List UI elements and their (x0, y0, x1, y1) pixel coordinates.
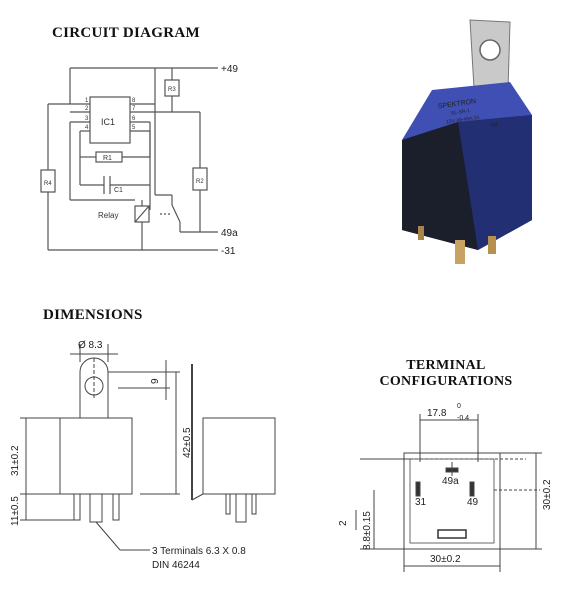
relay-product-photo: SPEKTRON SL-SR-1 12V 49-49A-31 31 49 (402, 19, 532, 264)
bracket-hole (479, 39, 501, 61)
pin-plus49-label: +49 (221, 64, 238, 75)
terminal-pin-photo (455, 240, 465, 264)
terminal-footprint-outer (403, 452, 501, 550)
circuit-labels: +49 49a -31 IC1 R1 R2 R3 R4 C1 Relay 1 2… (44, 64, 238, 257)
dimensions-drawing (20, 344, 276, 551)
terminal-labels: 17.8 0 -0.4 49a 31 49 30±0.2 30±0.2 8.8±… (338, 403, 553, 565)
hole-diameter-label: Ø 8.3 (78, 340, 103, 351)
top-tolerance-lower: -0.4 (457, 415, 469, 422)
ic-pin-4: 4 (85, 125, 89, 131)
bracket-foot (437, 529, 467, 539)
left-small-dim-label: 2 (338, 520, 349, 526)
photo-line1: SL-SR-1 (451, 108, 471, 117)
ic-pin-1: 1 (85, 98, 89, 104)
pin-49a-label: 49a (221, 228, 238, 239)
ic-pin-2: 2 (85, 106, 89, 112)
height-body-label: 31±0.2 (10, 445, 21, 476)
r2-label: R2 (196, 179, 204, 185)
front-view-body (59, 417, 133, 495)
top-tolerance-upper: 0 (457, 403, 461, 410)
terminal-heading-line2: CONFIGURATIONS (379, 374, 513, 389)
c1-label: C1 (114, 187, 123, 194)
r4-label: R4 (44, 181, 52, 187)
dimensions-heading: DIMENSIONS (43, 307, 143, 323)
circuit-diagram-heading: CIRCUIT DIAGRAM (52, 25, 200, 41)
photo-pin49: 49 (491, 122, 499, 129)
terminal-note-line2: DIN 46244 (152, 560, 200, 571)
top-width-label: 17.8 (427, 408, 447, 419)
circuit-diagram (40, 67, 218, 251)
left-dim-label: 8.8±0.15 (362, 511, 373, 550)
ic-pin-6: 6 (132, 116, 136, 122)
tab-dim-label: 9 (150, 378, 161, 384)
photo-line2: 12V 49-49A-31 (446, 115, 480, 126)
r3-label: R3 (168, 87, 176, 93)
terminal-configurations-drawing (355, 414, 542, 572)
ic1-label: IC1 (101, 117, 115, 127)
terminal-note-line1: 3 Terminals 6.3 X 0.8 (152, 546, 246, 557)
relay-top-face (402, 82, 532, 140)
pin-49-config-label: 49 (467, 497, 479, 508)
r1-label: R1 (103, 155, 112, 162)
ic-pin-5: 5 (132, 125, 136, 131)
pin-minus31-label: -31 (221, 246, 236, 257)
terminal-31-pin (415, 481, 421, 497)
pin-31-config-label: 31 (415, 497, 427, 508)
ic-pin-3: 3 (85, 116, 89, 122)
right-dim-label: 30±0.2 (542, 479, 553, 510)
side-view-body (202, 417, 276, 495)
dimension-labels: Ø 8.3 9 42±0.5 31±0.2 11±0.5 3 Terminals… (10, 340, 246, 571)
ic1-box (89, 96, 131, 144)
terminal-heading-line1: TERMINAL (406, 358, 486, 373)
terminal-configurations-heading: TERMINAL CONFIGURATIONS (360, 358, 532, 390)
relay-label: Relay (98, 211, 118, 220)
ic-pin-8: 8 (132, 98, 136, 104)
terminal-49-pin (469, 481, 475, 497)
pin-length-label: 11±0.5 (10, 496, 21, 526)
ic-pin-7: 7 (132, 106, 136, 112)
bottom-dim-label: 30±0.2 (430, 554, 461, 565)
photo-pin31: 31 (432, 135, 440, 142)
height-total-label: 42±0.5 (182, 427, 193, 458)
pin-49a-config-label: 49a (442, 476, 459, 487)
